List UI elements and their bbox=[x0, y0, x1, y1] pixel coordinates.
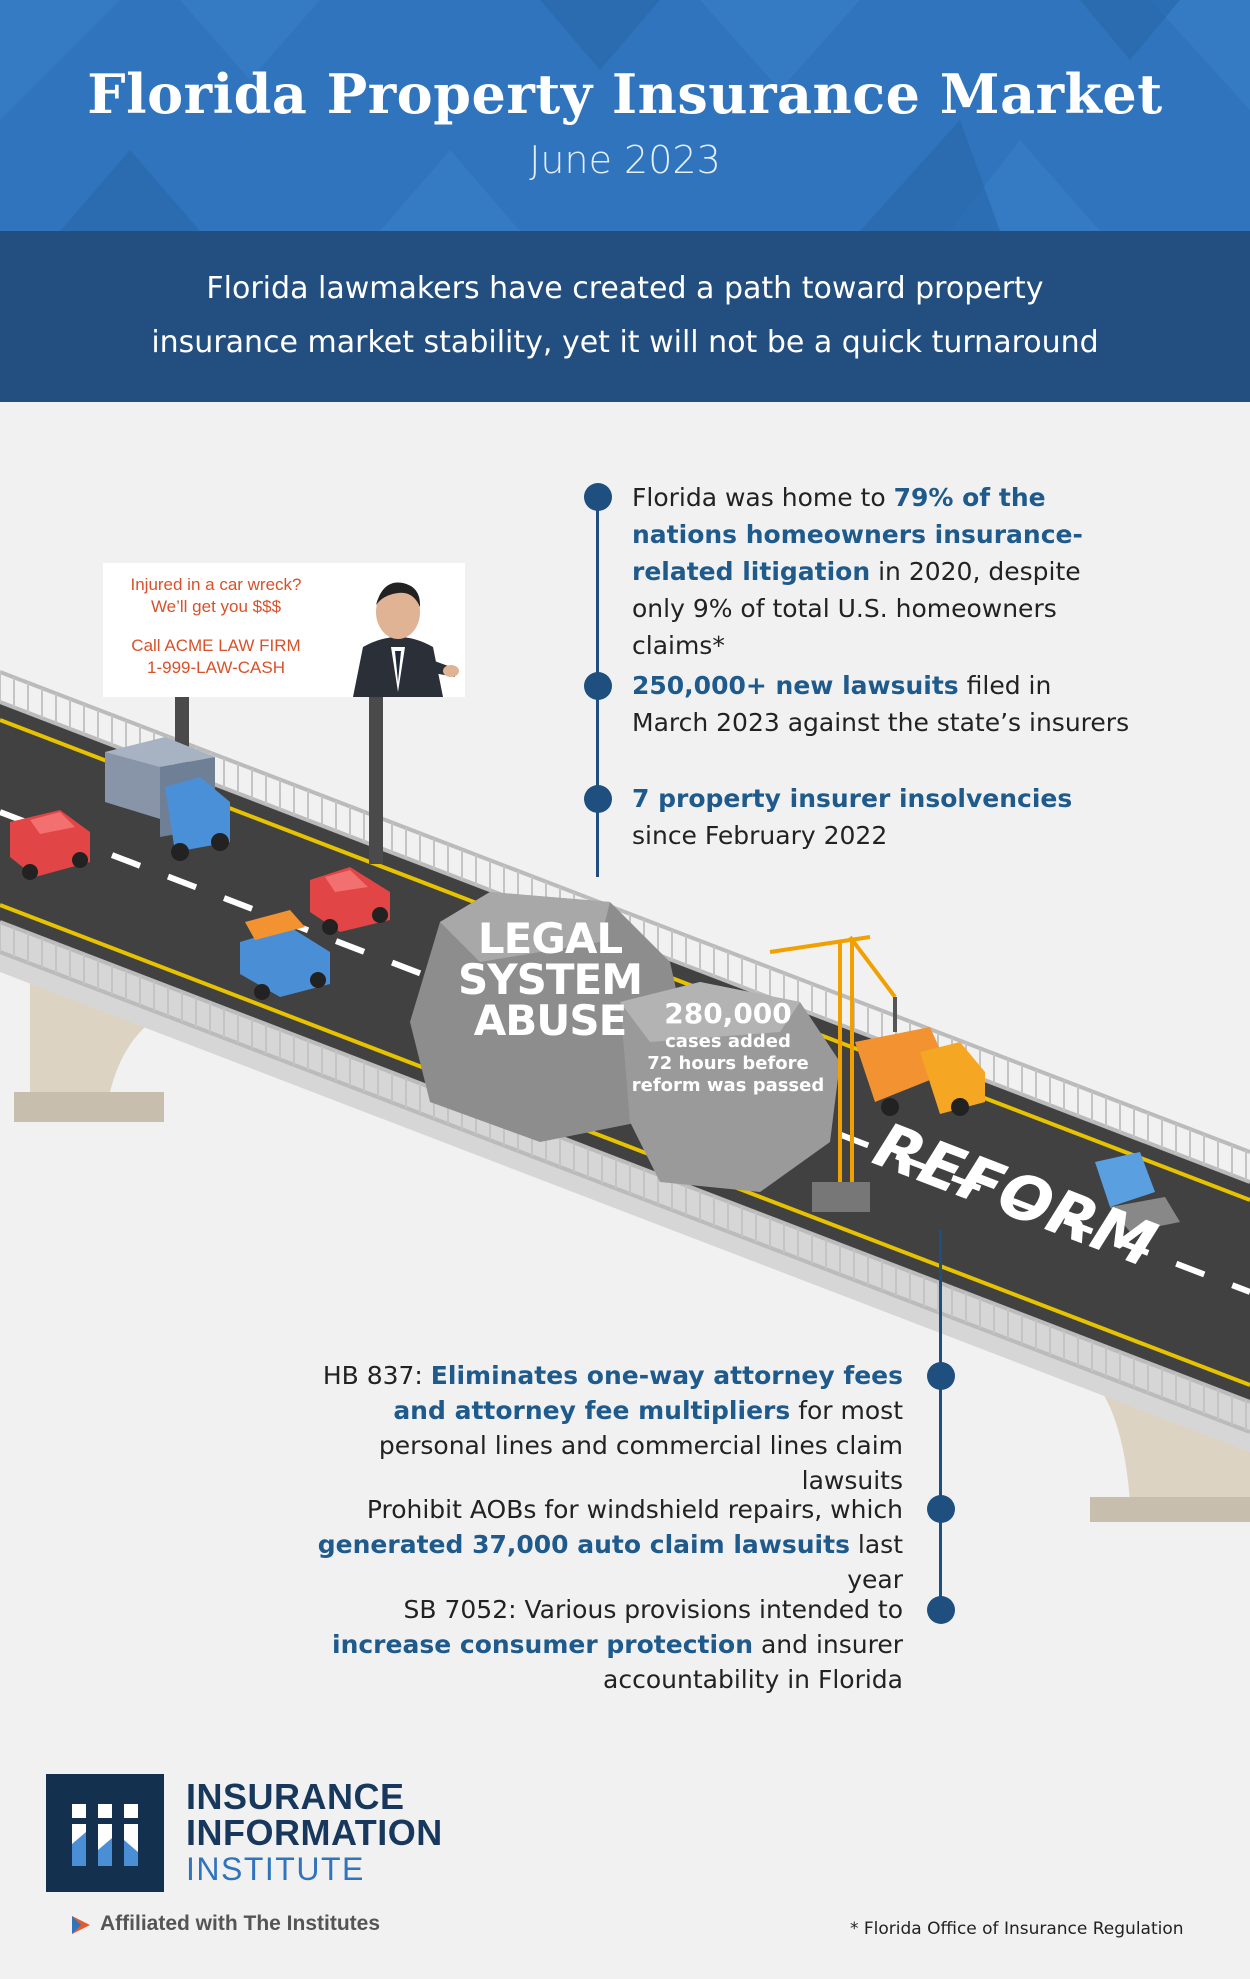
truck-icon bbox=[105, 737, 230, 861]
legal-system-abuse-title: LEGAL SYSTEM ABUSE bbox=[440, 914, 660, 1045]
law-firm-billboard: Injured in a car wreck? We’ll get you $$… bbox=[103, 563, 465, 697]
logo-line-3: INSTITUTE bbox=[186, 1851, 365, 1887]
reform-item-1: HB 837: Eliminates one-way attorney fees… bbox=[290, 1358, 903, 1498]
rock-title-line-1: LEGAL bbox=[477, 914, 623, 963]
header-banner bbox=[0, 0, 1250, 231]
intro-banner bbox=[0, 231, 1250, 402]
rock-title-line-3: ABUSE bbox=[473, 996, 628, 1045]
problem-dot-3 bbox=[584, 785, 612, 813]
bulldozer-icon bbox=[1095, 1152, 1180, 1232]
dump-truck-icon bbox=[855, 1027, 985, 1116]
iii-logo-icon bbox=[72, 1804, 138, 1866]
railing-bottom bbox=[0, 920, 1250, 1434]
billboard-line-4: 1-999-LAW-CASH bbox=[147, 658, 285, 677]
problem-2-highlight: 250,000+ new lawsuits bbox=[632, 671, 959, 700]
crane-icon bbox=[769, 935, 897, 1192]
reform-2-highlight: generated 37,000 auto claim lawsuits bbox=[317, 1530, 850, 1559]
problem-3-highlight: 7 property insurer insolvencies bbox=[632, 784, 1073, 813]
page-title: Florida Property Insurance Market bbox=[87, 62, 1163, 126]
problem-1-highlight: 79% of the nations homeowners insurance-… bbox=[632, 483, 1083, 586]
logo-line-1: INSURANCE bbox=[186, 1776, 405, 1817]
lawyer-figure bbox=[353, 582, 459, 697]
intro-text: Florida lawmakers have created a path to… bbox=[125, 262, 1125, 370]
reform-item-2: Prohibit AOBs for windshield repairs, wh… bbox=[290, 1492, 903, 1597]
reform-dot-2 bbox=[927, 1495, 955, 1523]
cases-caption-line-1: cases added bbox=[665, 1031, 791, 1052]
blue-cargo-car-icon bbox=[240, 910, 330, 1000]
institutes-triangle-icon bbox=[72, 1916, 90, 1934]
problem-item-2: 250,000+ new lawsuits filed in March 202… bbox=[632, 667, 1132, 741]
cases-number: 280,000 bbox=[664, 997, 792, 1030]
logo-line-2: INFORMATION bbox=[186, 1812, 443, 1853]
footnote: * Florida Office of Insurance Regulation bbox=[850, 1919, 1184, 1939]
cases-boulder bbox=[620, 982, 840, 1192]
problem-dot-2 bbox=[584, 672, 612, 700]
reform-3-text-b: and insurer accountability in Florida bbox=[603, 1630, 903, 1694]
problem-2-text: filed in March 2023 against the state’s … bbox=[632, 671, 1130, 737]
reform-1-text-a: HB 837: bbox=[322, 1361, 431, 1390]
page-date: June 2023 bbox=[529, 138, 721, 182]
reform-dot-3 bbox=[927, 1596, 955, 1624]
legal-system-abuse-boulder bbox=[410, 892, 690, 1142]
reform-1-text-b: for most personal lines and commercial l… bbox=[378, 1396, 903, 1495]
reform-dot-1 bbox=[927, 1362, 955, 1390]
billboard-line-3: Call ACME LAW FIRM bbox=[131, 636, 301, 655]
reform-item-3: SB 7052: Various provisions intended to … bbox=[330, 1592, 903, 1697]
intro-line-2: insurance market stability, yet it will … bbox=[151, 325, 1099, 360]
reform-2-text-b: last year bbox=[847, 1530, 903, 1594]
iii-logo-mark bbox=[46, 1774, 164, 1892]
problem-item-1: Florida was home to 79% of the nations h… bbox=[632, 479, 1132, 664]
reform-3-highlight: increase consumer protection bbox=[332, 1630, 754, 1659]
reforms-timeline bbox=[939, 1230, 942, 1612]
reform-3-text-a: SB 7052: Various provisions intended to bbox=[403, 1595, 903, 1624]
affiliation-text: Affiliated with The Institutes bbox=[100, 1912, 381, 1935]
problem-1-text-a: Florida was home to bbox=[632, 483, 894, 512]
problem-1-text-b: in 2020, despite only 9% of total U.S. h… bbox=[632, 557, 1081, 660]
problem-3-text: since February 2022 bbox=[632, 821, 888, 850]
billboard-line-2: We’ll get you $$$ bbox=[150, 597, 282, 616]
cases-caption: cases added 72 hours before reform was p… bbox=[618, 1031, 838, 1097]
crane-base bbox=[812, 1182, 870, 1212]
billboard-line-1: Injured in a car wreck? bbox=[130, 575, 302, 594]
reform-1-highlight: Eliminates one-way attorney fees and att… bbox=[393, 1361, 903, 1425]
red-car-icon-2 bbox=[310, 867, 390, 935]
billboard-post-right bbox=[369, 694, 383, 864]
cases-caption-line-3: reform was passed bbox=[631, 1075, 825, 1096]
red-car-icon bbox=[10, 810, 90, 880]
header-pattern bbox=[0, 0, 1250, 231]
problem-dot-1 bbox=[584, 483, 612, 511]
rock-title-line-2: SYSTEM bbox=[457, 955, 643, 1004]
intro-line-1: Florida lawmakers have created a path to… bbox=[206, 271, 1044, 306]
problem-item-3: 7 property insurer insolvencies since Fe… bbox=[632, 780, 1132, 854]
reform-2-text-a: Prohibit AOBs for windshield repairs, wh… bbox=[366, 1495, 903, 1524]
cases-caption-line-2: 72 hours before bbox=[647, 1053, 809, 1074]
bridge-illustration: REFORM bbox=[0, 670, 1250, 1522]
